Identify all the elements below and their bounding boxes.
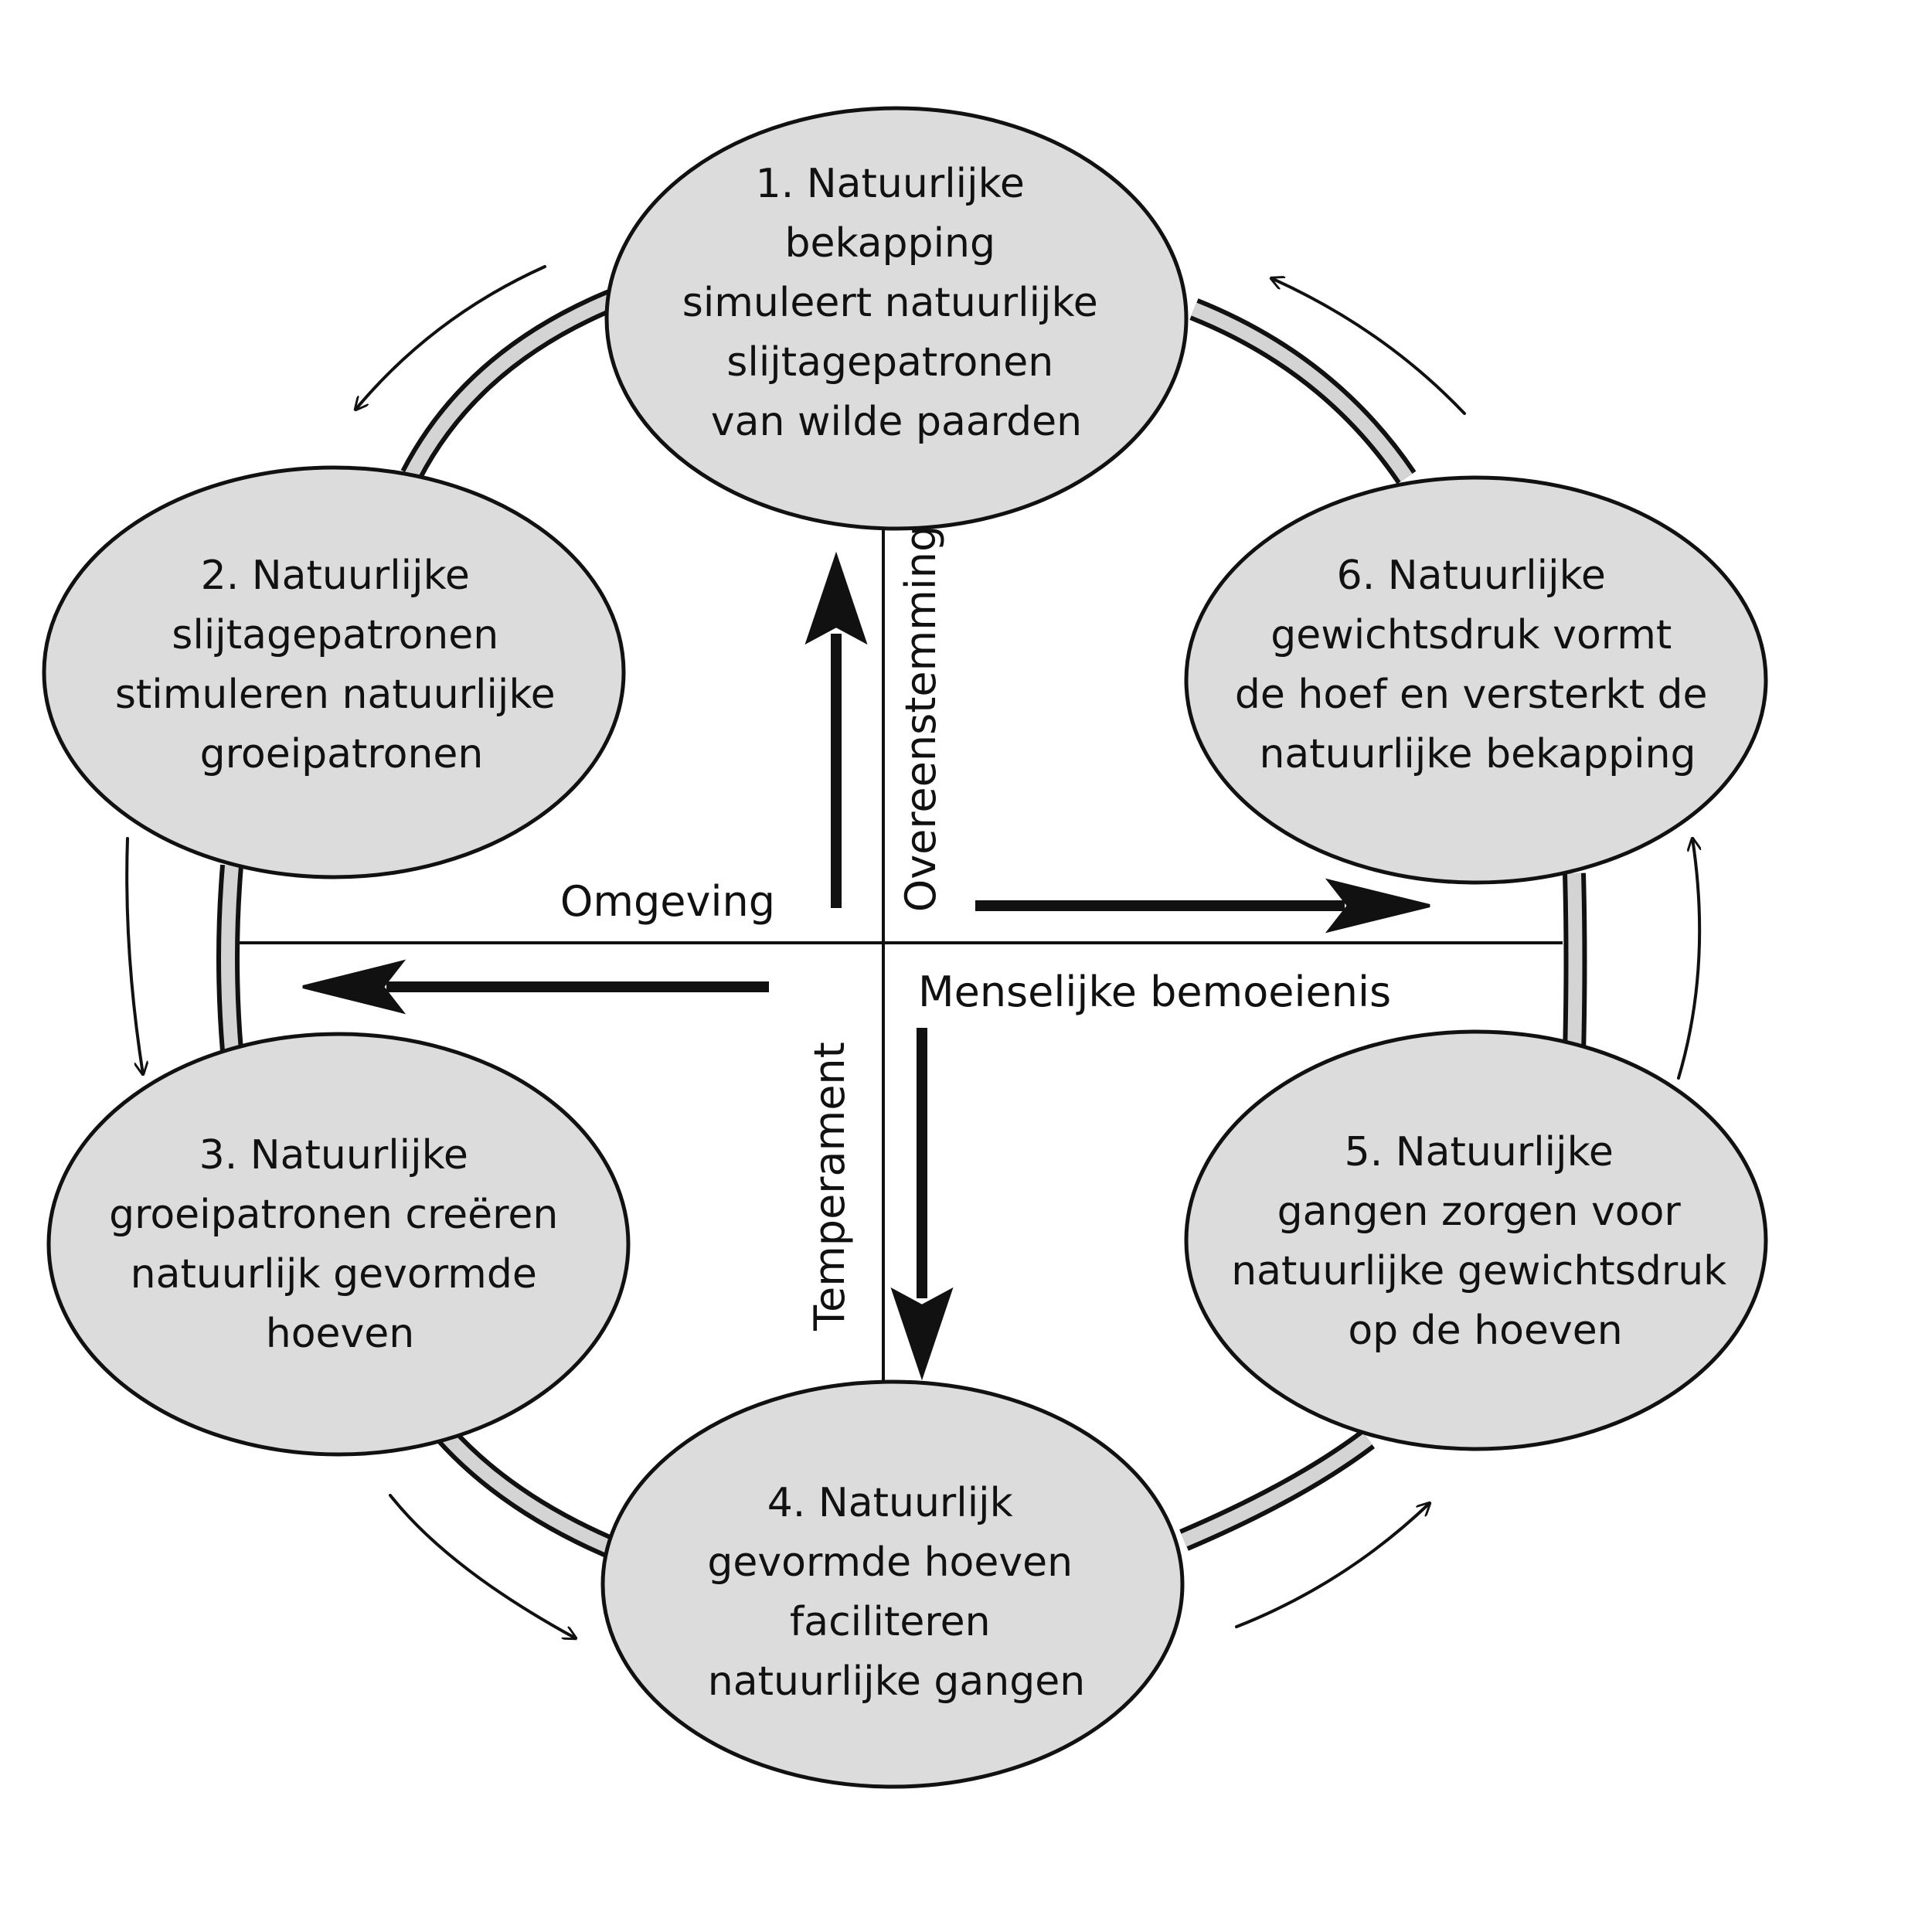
node-6-ellipse xyxy=(1184,475,1768,885)
node-4-label: 4. Natuurlijk gevormde hoeven facilitere… xyxy=(707,1480,1085,1705)
node-3-ellipse xyxy=(46,1032,631,1457)
cycle-nodes xyxy=(42,106,1768,1789)
node-6-label: 6. Natuurlijke gewichtsdruk vormt de hoe… xyxy=(1235,553,1720,777)
node-5-label: 5. Natuurlijke gangen zorgen voor natuur… xyxy=(1231,1129,1740,1354)
node-3-label: 3. Natuurlijke groeipatronen creëren nat… xyxy=(109,1132,571,1357)
direction-arrows xyxy=(302,551,1430,1381)
axis-cross xyxy=(240,526,1563,1383)
cycle-arrow-6-to-1 xyxy=(1271,278,1466,415)
node-1-label: 1. Natuurlijke bekapping simuleert natuu… xyxy=(682,161,1111,445)
axis-label-top: Overeenstemming xyxy=(896,526,945,913)
cycle-arrow-4-to-5 xyxy=(1235,1503,1430,1628)
cycle-arrow-2-to-3 xyxy=(125,837,143,1074)
cycle-arrows xyxy=(125,265,1699,1638)
node-labels: 1. Natuurlijke bekapping simuleert natuu… xyxy=(109,161,1740,1705)
arrow-right xyxy=(975,878,1430,934)
axis-label-bottom: Temperament xyxy=(805,1042,854,1332)
axis-labels: Omgeving Menselijke bemoeienis Overeenst… xyxy=(560,526,1391,1332)
axis-label-left: Omgeving xyxy=(560,877,775,926)
node-2-label: 2. Natuurlijke slijtagepatronen stimuler… xyxy=(115,553,568,777)
node-5-ellipse xyxy=(1184,1029,1768,1451)
node-1-ellipse xyxy=(604,106,1189,531)
node-4-ellipse xyxy=(600,1379,1185,1789)
cycle-ring xyxy=(216,287,1587,1564)
arrow-down xyxy=(890,1028,954,1381)
node-2-ellipse xyxy=(42,465,626,879)
arrow-up xyxy=(804,551,868,908)
axis-label-right: Menselijke bemoeienis xyxy=(918,968,1391,1016)
arrow-left xyxy=(302,959,769,1015)
cycle-arrow-1-to-2 xyxy=(355,265,546,410)
cycle-arrow-5-to-6 xyxy=(1677,838,1699,1080)
cycle-arrow-3-to-4 xyxy=(389,1494,576,1638)
